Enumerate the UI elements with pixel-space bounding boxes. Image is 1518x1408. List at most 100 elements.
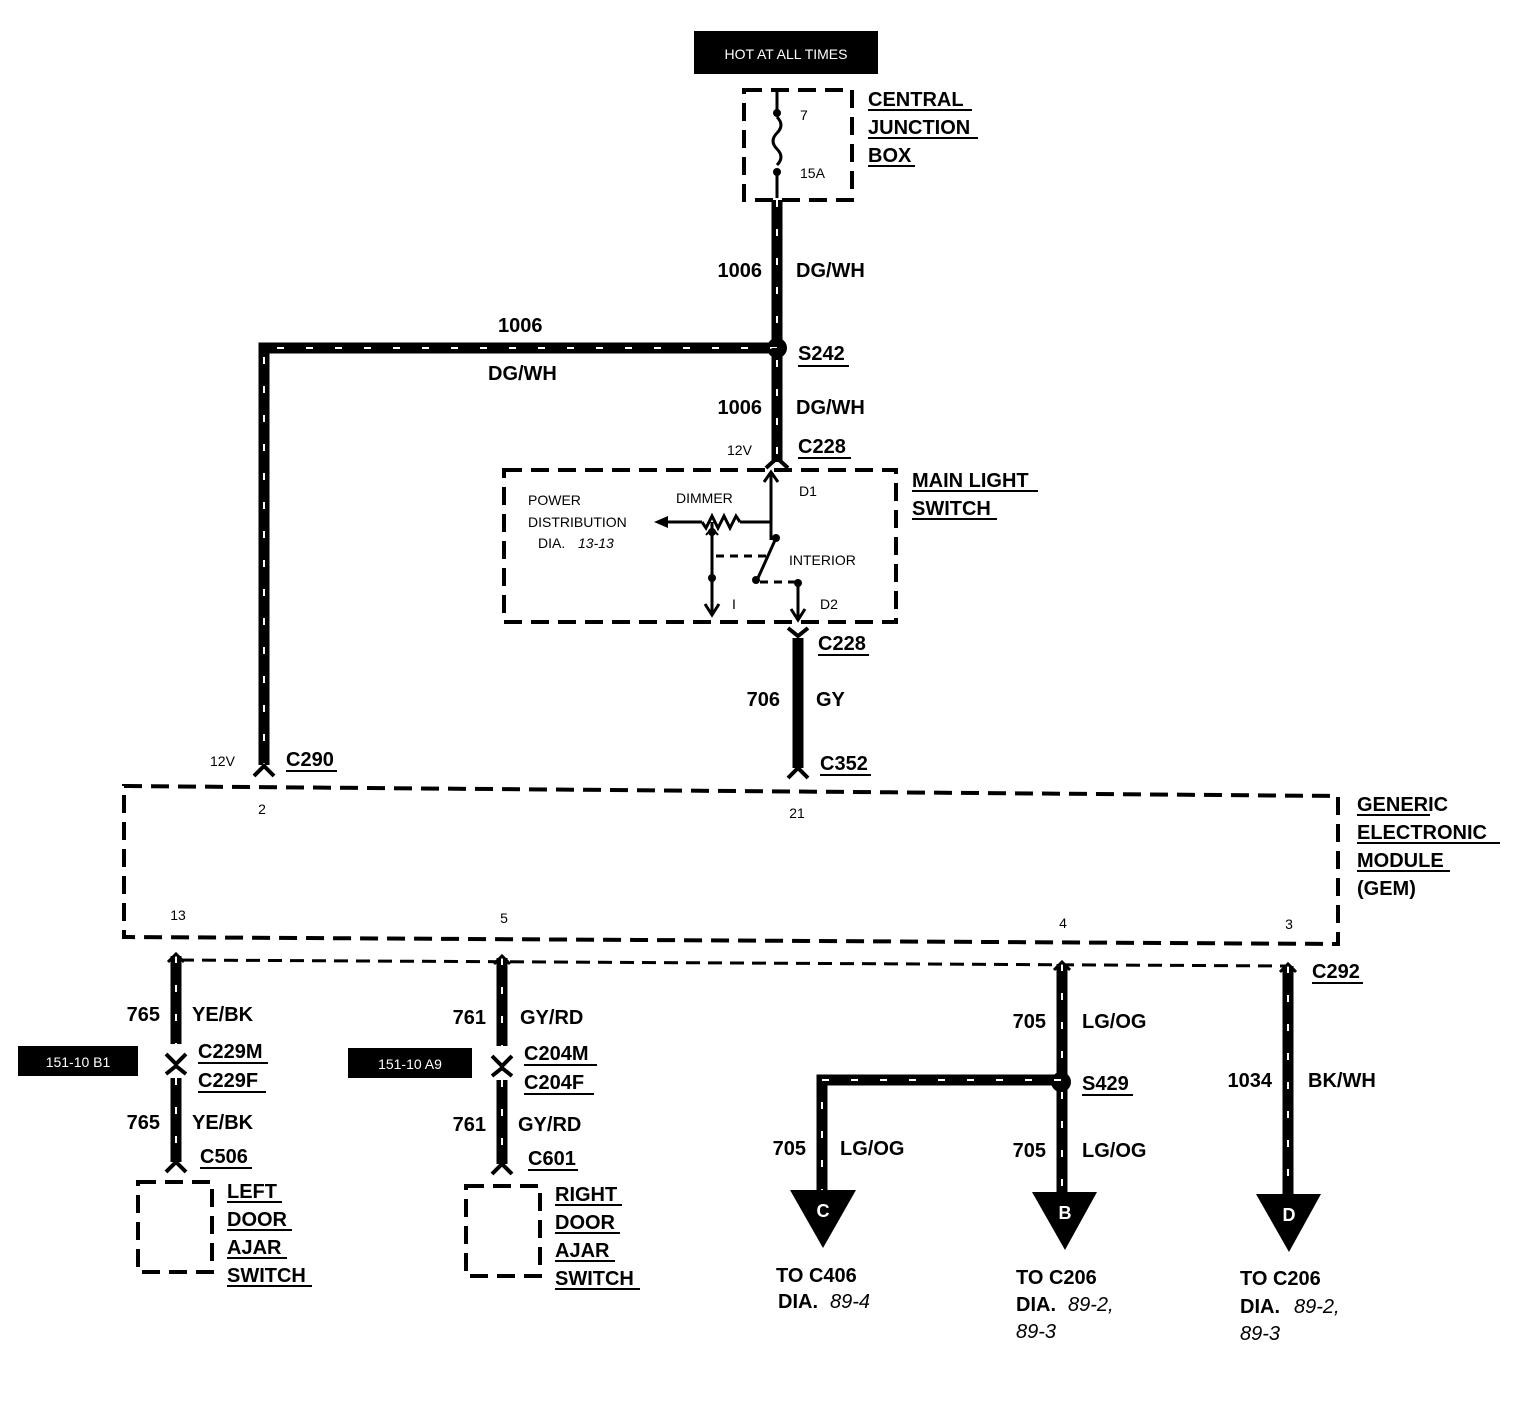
wire-1006-left-number: 1006 (498, 315, 543, 337)
connector-c506-label: C506 (200, 1146, 248, 1168)
splice-s429-label: S429 (1082, 1073, 1129, 1095)
ref-151-10-b1-badge (18, 1046, 138, 1076)
wire-705a-number: 705 (1013, 1011, 1046, 1033)
wire-761a-number: 761 (453, 1007, 486, 1029)
left-door-label-4: SWITCH (227, 1265, 306, 1287)
wire-1006-mid-color: DG/WH (796, 397, 865, 419)
connector-c601-icon (490, 1161, 514, 1176)
ref-151-10-a9: 151-10 A9 (378, 1056, 442, 1072)
main-light-switch-label-1: MAIN LIGHT (912, 470, 1029, 492)
wire-765a-number: 765 (127, 1004, 160, 1026)
main-light-switch-label-2: SWITCH (912, 498, 991, 520)
arrow-b-letter: B (1059, 1203, 1072, 1223)
arrow-d-letter: D (1283, 1205, 1296, 1225)
svg-text:I: I (732, 596, 736, 612)
connector-c228-bot-icon (786, 626, 810, 639)
connector-c290-icon (252, 763, 276, 778)
svg-text:3: 3 (1285, 916, 1293, 932)
arrow-d-ref2: 89-3 (1240, 1323, 1280, 1345)
svg-text:4: 4 (1059, 915, 1067, 931)
connector-c292-label: C292 (1312, 961, 1360, 983)
svg-text:DIMMER: DIMMER (676, 490, 733, 506)
svg-text:2: 2 (258, 801, 266, 817)
arrow-d-ref1: 89-2, (1294, 1296, 1340, 1318)
arrow-c-dia: DIA. (778, 1291, 818, 1313)
power-distribution-arrow (654, 516, 668, 528)
connector-c601-label: C601 (528, 1148, 576, 1170)
wire-705b-number: 705 (773, 1138, 806, 1160)
right-door-label-4: SWITCH (555, 1268, 634, 1290)
cjb-label-2: JUNCTION (868, 117, 970, 139)
wire-706-color: GY (816, 689, 846, 711)
generic-electronic-module: 2 21 13 5 4 3 (122, 783, 1340, 947)
voltage-c228: 12V (727, 442, 753, 458)
connector-c506-icon (164, 1159, 188, 1174)
central-junction-box: 7 15A (742, 88, 854, 202)
right-door-label-3: AJAR (555, 1240, 610, 1262)
wire-765b-color: YE/BK (192, 1112, 254, 1134)
ref-151-10-b1: 151-10 B1 (46, 1054, 111, 1070)
left-door-ajar-switch-box (136, 1180, 214, 1274)
wire-761a-color: GY/RD (520, 1007, 583, 1029)
arrow-c-to: TO C406 (776, 1265, 857, 1287)
voltage-c290: 12V (210, 753, 236, 769)
right-door-label-2: DOOR (555, 1212, 616, 1234)
fuse-icon (771, 115, 783, 167)
connector-c228-top-icon (764, 455, 790, 470)
wire-705c-color: LG/OG (1082, 1140, 1146, 1162)
wire-1006-mid-number: 1006 (718, 397, 763, 419)
arrow-b-dia: DIA. (1016, 1294, 1056, 1316)
connector-c292-icon (1278, 961, 1298, 974)
gem-label-4: (GEM) (1357, 878, 1416, 900)
svg-text:D1: D1 (799, 483, 817, 499)
svg-text:5: 5 (500, 910, 508, 926)
connector-c229m-icon (164, 1052, 188, 1067)
arrow-b-ref1: 89-2, (1068, 1294, 1114, 1316)
arrow-d-icon (1256, 1194, 1321, 1252)
wire-765b-number: 765 (127, 1112, 160, 1134)
wire-1006-left (258, 342, 777, 765)
svg-text:13-13: 13-13 (578, 535, 614, 551)
arrow-c-icon (790, 1190, 856, 1248)
arrow-d-dia: DIA. (1240, 1296, 1280, 1318)
wire-705a-color: LG/OG (1082, 1011, 1146, 1033)
left-door-label-2: DOOR (227, 1209, 288, 1231)
arrow-d-to: TO C206 (1240, 1268, 1321, 1290)
svg-text:13: 13 (170, 907, 186, 923)
wire-761b-number: 761 (453, 1114, 486, 1136)
fuse-number: 7 (800, 107, 808, 123)
connector-c204f-label: C204F (524, 1072, 584, 1094)
connector-c352-label: C352 (820, 753, 868, 775)
wire-1006-left-color: DG/WH (488, 363, 557, 385)
cjb-label-1: CENTRAL (868, 89, 964, 111)
fuse-rating: 15A (800, 165, 826, 181)
arrow-b-to: TO C206 (1016, 1267, 1097, 1289)
left-door-label-3: AJAR (227, 1237, 282, 1259)
svg-text:21: 21 (789, 805, 805, 821)
gem-label-3: MODULE (1357, 850, 1444, 872)
cjb-label-3: BOX (868, 145, 912, 167)
connector-c352-icon (786, 765, 810, 780)
wire-1006-top-number: 1006 (718, 260, 763, 282)
connector-c290-label: C290 (286, 749, 334, 771)
hot-at-all-times-label: HOT AT ALL TIMES (694, 31, 878, 74)
wire-1034-color: BK/WH (1308, 1070, 1376, 1092)
wire-705-left (816, 1074, 1061, 1192)
left-door-label-1: LEFT (227, 1181, 277, 1203)
dimmer-resistor-icon (700, 512, 742, 532)
svg-text:HOT AT ALL TIMES: HOT AT ALL TIMES (725, 46, 848, 62)
right-door-label-1: RIGHT (555, 1184, 617, 1206)
wire-705c-number: 705 (1013, 1140, 1046, 1162)
svg-text:INTERIOR: INTERIOR (789, 552, 856, 568)
wire-765a-color: YE/BK (192, 1004, 254, 1026)
svg-text:POWER: POWER (528, 492, 581, 508)
wire-761b-color: GY/RD (518, 1114, 581, 1136)
main-light-switch: POWER DISTRIBUTION DIA. 13-13 DIMMER INT… (502, 468, 898, 624)
connector-c204f-icon (490, 1065, 514, 1078)
gem-label-2: ELECTRONIC (1357, 822, 1487, 844)
connector-c229f-icon (164, 1063, 188, 1076)
arrow-c-ref1: 89-4 (830, 1291, 870, 1313)
connector-c229f-label: C229F (198, 1070, 258, 1092)
ref-151-10-a9-badge (348, 1048, 472, 1078)
